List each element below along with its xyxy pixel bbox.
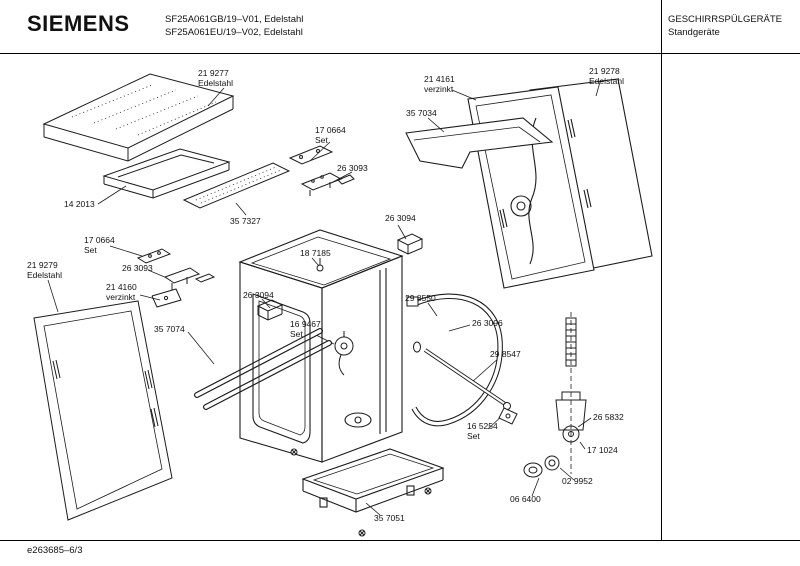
tub-part [238, 229, 404, 463]
part-label-214160: 21 4160 verzinkt [106, 282, 137, 302]
screw-icons [290, 448, 432, 537]
worktop-part [42, 73, 235, 162]
part-number: 18 7185 [300, 248, 331, 258]
model-line-1: SF25A061GB/19–V01, Edelstahl [165, 14, 304, 25]
part-number: 21 9279 [27, 260, 58, 270]
category-line-2: Standgeräte [668, 27, 720, 38]
footer-rule [0, 540, 800, 541]
screw-icon [424, 487, 432, 495]
hinge-bracket-parts-left [136, 248, 216, 308]
screw-icon [290, 448, 298, 456]
part-label-170664-top: 17 0664 Set [315, 125, 346, 145]
part-number: 17 0664 [315, 125, 346, 135]
part-label-214161: 21 4161 verzinkt [424, 74, 455, 94]
part-label-357051: 35 7051 [374, 513, 405, 523]
part-label-357074: 35 7074 [154, 324, 185, 334]
part-number: 02 9952 [562, 476, 593, 486]
brand-logo: SIEMENS [27, 11, 130, 36]
part-number: 17 1024 [587, 445, 618, 455]
part-number: 26 3093 [337, 163, 368, 173]
part-variant: Edelstahl [27, 270, 62, 280]
part-label-263093-top: 26 3093 [337, 163, 368, 173]
part-number: 26 3093 [122, 263, 153, 273]
part-variant: verzinkt [424, 84, 454, 94]
part-label-357034: 35 7034 [406, 108, 437, 118]
document-number: e263685–6/3 [27, 545, 83, 556]
part-label-298550: 29 8550 [405, 293, 436, 303]
part-label-263093-left: 26 3093 [122, 263, 153, 273]
part-number: 21 4160 [106, 282, 137, 292]
heater-tubes-part [194, 328, 332, 410]
part-number: 17 0664 [84, 235, 115, 245]
part-label-169467: 16 9467 Set [290, 319, 321, 339]
part-label-298547: 29 8547 [490, 349, 521, 359]
drain-hose-part [406, 293, 503, 427]
part-label-219279: 21 9279 Edelstahl [27, 260, 62, 280]
screw-icon [358, 529, 366, 537]
part-number: 35 7327 [230, 216, 261, 226]
leader-lines [47, 81, 601, 516]
part-label-265832: 26 5832 [593, 412, 624, 422]
part-label-263096: 26 3096 [472, 318, 503, 328]
model-numbers: SF25A061GB/19–V01, Edelstahl SF25A061EU/… [165, 13, 303, 39]
appliance-category: GESCHIRRSPÜLGERÄTE Standgeräte [668, 13, 782, 39]
corner-block-parts [256, 233, 424, 321]
part-variant: Edelstahl [589, 76, 624, 86]
part-label-357327: 35 7327 [230, 216, 261, 226]
part-variant: Set [290, 329, 303, 339]
part-number: 16 5254 [467, 421, 498, 431]
door-panel-part [33, 300, 173, 521]
part-label-219277: 21 9277 Edelstahl [198, 68, 233, 88]
part-number: 29 8550 [405, 293, 436, 303]
part-number: 26 3096 [472, 318, 503, 328]
part-number: 21 9277 [198, 68, 229, 78]
part-label-187185: 18 7185 [300, 248, 331, 258]
part-label-066400: 06 6400 [510, 494, 541, 504]
part-label-263094-right: 26 3094 [385, 213, 416, 223]
part-number: 14 2013 [64, 199, 95, 209]
model-line-2: SF25A061EU/19–V02, Edelstahl [165, 27, 303, 38]
part-label-029952: 02 9952 [562, 476, 593, 486]
header-rule [0, 53, 800, 54]
part-number: 26 3094 [243, 290, 274, 300]
part-number: 21 9278 [589, 66, 620, 76]
part-number: 26 5832 [593, 412, 624, 422]
top-bracket-parts [288, 145, 355, 196]
base-frame-part [301, 448, 445, 513]
part-variant: verzinkt [106, 292, 136, 302]
part-number: 21 4161 [424, 74, 455, 84]
part-label-170664-left: 17 0664 Set [84, 235, 115, 255]
perforated-plate-part [182, 162, 291, 209]
part-label-219278: 21 9278 Edelstahl [589, 66, 624, 86]
worktop-frame-part [102, 148, 231, 199]
part-number: 16 9467 [290, 319, 321, 329]
part-number: 35 7051 [374, 513, 405, 523]
supply-pipe-part [413, 341, 518, 425]
part-number: 35 7074 [154, 324, 185, 334]
part-label-142013: 14 2013 [64, 199, 95, 209]
part-variant: Edelstahl [198, 78, 233, 88]
part-number: 06 6400 [510, 494, 541, 504]
part-number: 35 7034 [406, 108, 437, 118]
foot-assembly-part [523, 312, 587, 478]
part-variant: Set [467, 431, 480, 441]
part-label-165254: 16 5254 Set [467, 421, 498, 441]
part-variant: Set [84, 245, 97, 255]
column-rule [661, 0, 662, 540]
category-line-1: GESCHIRRSPÜLGERÄTE [668, 14, 783, 25]
pump-part [334, 331, 354, 376]
part-number: 29 8547 [490, 349, 521, 359]
part-number: 26 3094 [385, 213, 416, 223]
part-variant: Set [315, 135, 328, 145]
part-label-263094-left: 26 3094 [243, 290, 274, 300]
part-label-171024: 17 1024 [587, 445, 618, 455]
